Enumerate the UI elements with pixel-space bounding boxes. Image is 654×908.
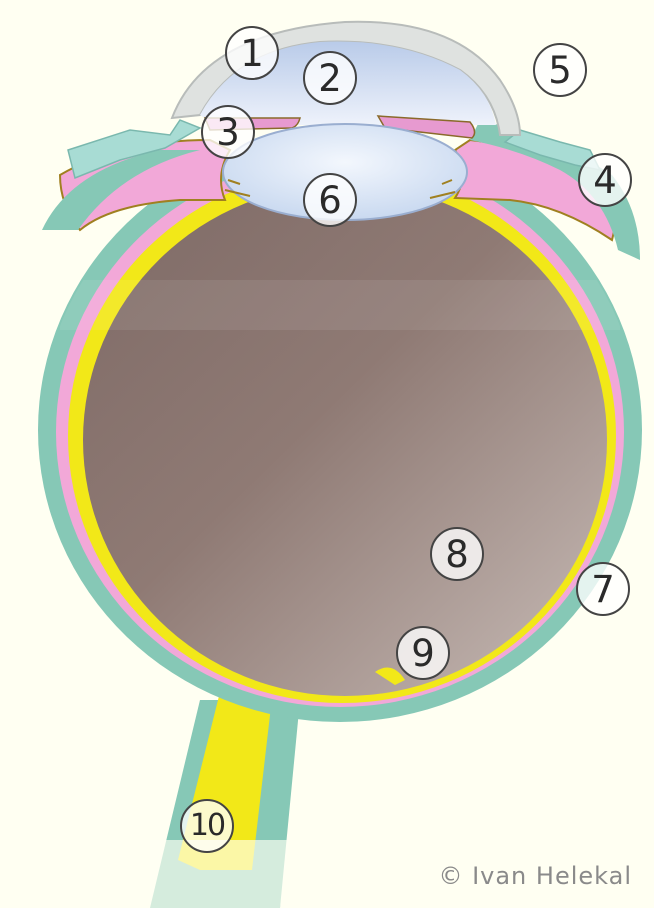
label-7: 7 xyxy=(576,562,630,616)
vitreous-body xyxy=(83,184,607,696)
copyright-credit: © Ivan Helekal xyxy=(438,862,632,890)
optic-nerve-fade xyxy=(150,840,290,908)
label-1: 1 xyxy=(225,26,279,80)
label-6: 6 xyxy=(303,173,357,227)
vitreous-highlight xyxy=(60,280,620,330)
label-3: 3 xyxy=(201,105,255,159)
label-5: 5 xyxy=(533,43,587,97)
label-10: 10 xyxy=(180,799,234,853)
label-9: 9 xyxy=(396,626,450,680)
label-8: 8 xyxy=(430,527,484,581)
label-2: 2 xyxy=(303,51,357,105)
label-4: 4 xyxy=(578,153,632,207)
